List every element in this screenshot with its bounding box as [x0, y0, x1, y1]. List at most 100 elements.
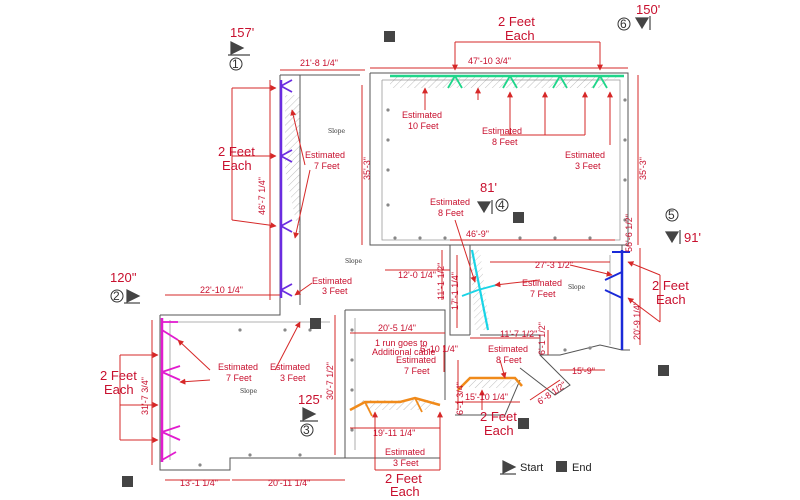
svg-text:2 Feet: 2 Feet — [385, 471, 422, 486]
svg-text:6'-10 1/4": 6'-10 1/4" — [420, 344, 458, 354]
svg-text:20'-11 1/4": 20'-11 1/4" — [268, 478, 310, 488]
cable-run-3-orange — [349, 376, 523, 417]
svg-text:21'-8 1/4": 21'-8 1/4" — [300, 58, 338, 68]
drain-1-number: 1 — [232, 57, 239, 71]
svg-text:7 Feet: 7 Feet — [226, 373, 252, 383]
end-markers — [122, 31, 669, 487]
drain-5-number: 5 — [668, 208, 675, 222]
svg-text:35'-3": 35'-3" — [362, 157, 372, 180]
svg-text:31'-7 3/4": 31'-7 3/4" — [140, 377, 150, 415]
svg-text:7 Feet: 7 Feet — [404, 366, 430, 376]
svg-text:Slope: Slope — [328, 128, 345, 135]
svg-text:Each: Each — [390, 484, 420, 499]
svg-text:Slope: Slope — [345, 258, 362, 265]
svg-text:2 Feet: 2 Feet — [498, 14, 535, 29]
svg-text:56'-6 1/2": 56'-6 1/2" — [624, 214, 634, 252]
legend-start-marker — [502, 460, 517, 474]
svg-text:Estimated: Estimated — [312, 276, 352, 286]
svg-text:11'-7 1/2": 11'-7 1/2" — [500, 329, 537, 339]
drain-2-elevation: 120'' — [110, 270, 137, 285]
svg-text:Slope: Slope — [240, 388, 257, 395]
svg-text:Estimated: Estimated — [565, 150, 605, 160]
svg-text:Estimated: Estimated — [218, 362, 258, 372]
svg-text:7 Feet: 7 Feet — [314, 161, 340, 171]
svg-text:2 Feet: 2 Feet — [652, 278, 689, 293]
cable-run-5-navy — [604, 250, 630, 350]
svg-text:Estimated: Estimated — [522, 278, 562, 288]
svg-text:Estimated: Estimated — [482, 126, 522, 136]
svg-text:6'-1 1/2": 6'-1 1/2" — [537, 322, 547, 355]
end-marker — [310, 318, 321, 329]
svg-text:19'-11 1/4": 19'-11 1/4" — [373, 428, 415, 438]
svg-text:13'-1 1/4": 13'-1 1/4" — [180, 478, 218, 488]
svg-text:35'-3": 35'-3" — [638, 157, 648, 180]
drain-3-elevation: 125' — [298, 392, 322, 407]
svg-text:27'-3 1/2": 27'-3 1/2" — [535, 260, 573, 270]
svg-text:Estimated: Estimated — [270, 362, 310, 372]
start-marker-3 — [302, 407, 317, 421]
drain-6-number: 6 — [620, 17, 627, 31]
drain-3-number: 3 — [303, 423, 310, 437]
svg-text:2 Feet: 2 Feet — [100, 368, 137, 383]
svg-text:Estimated: Estimated — [402, 110, 442, 120]
drain-4-elevation: 81' — [480, 180, 497, 195]
legend-end-label: End — [572, 462, 592, 474]
annotation-labels: 2 Feet Each Estimated 7 Feet Estimated 3… — [100, 14, 689, 499]
svg-text:7 Feet: 7 Feet — [530, 289, 556, 299]
svg-text:10 Feet: 10 Feet — [408, 121, 439, 131]
svg-text:Estimated: Estimated — [488, 344, 528, 354]
svg-text:2 Feet: 2 Feet — [480, 409, 517, 424]
end-marker — [658, 365, 669, 376]
end-marker — [513, 212, 524, 223]
svg-text:20'-9 1/4": 20'-9 1/4" — [632, 302, 642, 340]
svg-text:11'-1 1/2": 11'-1 1/2" — [436, 263, 446, 300]
svg-text:Each: Each — [104, 382, 134, 397]
drain-1-elevation: 157' — [230, 25, 254, 40]
legend: Start End — [520, 462, 592, 474]
drain-labels: 157' 1 120'' 2 125' 3 81' 4 91' 5 150' 6 — [110, 2, 701, 437]
svg-text:Each: Each — [505, 28, 535, 43]
start-marker-4 — [476, 201, 492, 214]
svg-text:Estimated: Estimated — [305, 150, 345, 160]
svg-text:3 Feet: 3 Feet — [575, 161, 601, 171]
svg-text:15'-9": 15'-9" — [572, 366, 595, 376]
svg-text:Additional cable: Additional cable — [372, 347, 436, 357]
svg-text:Estimated: Estimated — [396, 355, 436, 365]
svg-text:17'-1 1/4": 17'-1 1/4" — [450, 272, 460, 310]
start-marker-1 — [230, 41, 245, 55]
svg-text:Estimated: Estimated — [430, 197, 470, 207]
svg-text:Each: Each — [656, 292, 686, 307]
drain-6-elevation: 150' — [636, 2, 660, 17]
start-marker-2 — [126, 289, 141, 303]
svg-text:46'-7 1/4": 46'-7 1/4" — [257, 177, 267, 215]
svg-text:3 Feet: 3 Feet — [280, 373, 306, 383]
drain-2-number: 2 — [113, 289, 120, 303]
svg-text:8 Feet: 8 Feet — [438, 208, 464, 218]
svg-text:6'-1 3/4": 6'-1 3/4" — [455, 382, 465, 415]
annotation-arrows — [119, 41, 661, 471]
svg-text:30'-7 1/2": 30'-7 1/2" — [325, 362, 335, 400]
drain-5-elevation: 91' — [684, 230, 701, 245]
legend-end-marker — [556, 461, 567, 472]
svg-text:47'-10 3/4": 47'-10 3/4" — [468, 56, 511, 66]
cable-run-6-green — [390, 74, 624, 89]
drain-circles — [110, 17, 679, 437]
svg-text:12'-0 1/4": 12'-0 1/4" — [398, 270, 436, 280]
roof-outline — [159, 72, 630, 471]
svg-text:Slope: Slope — [568, 284, 585, 291]
roof-anchors — [198, 98, 627, 467]
dimension-labels: 21'-8 1/4" 47'-10 3/4" 35'-3" 35'-3" 46'… — [140, 56, 648, 488]
dimension-lines — [151, 67, 641, 481]
svg-text:1 run goes to: 1 run goes to — [375, 338, 428, 348]
svg-text:46'-9": 46'-9" — [466, 229, 489, 239]
svg-text:Each: Each — [484, 423, 514, 438]
svg-text:15'-10 1/4": 15'-10 1/4" — [465, 392, 508, 402]
svg-text:20'-5 1/4": 20'-5 1/4" — [378, 323, 416, 333]
slope-labels: Slope Slope Slope Slope — [240, 128, 585, 395]
end-marker — [518, 418, 529, 429]
svg-text:2 Feet: 2 Feet — [218, 144, 255, 159]
svg-text:Estimated: Estimated — [385, 447, 425, 457]
end-marker — [122, 476, 133, 487]
